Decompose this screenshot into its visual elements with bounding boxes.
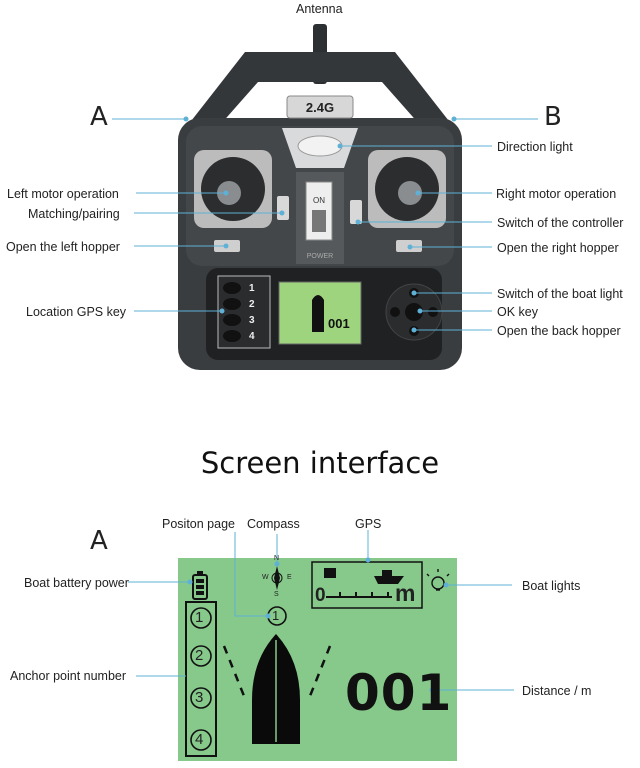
switch-controller-label: Switch of the controller	[497, 216, 624, 230]
compass-w: W	[262, 574, 269, 581]
compass-icon	[271, 566, 283, 590]
controller-switch[interactable]	[350, 200, 362, 224]
gps-number-2: 2	[249, 299, 255, 310]
gps-number-4: 4	[249, 331, 255, 342]
label-a-top: A	[90, 102, 108, 132]
scale-unit: m	[395, 580, 416, 606]
right-stick[interactable]	[398, 181, 422, 205]
distance-label: Distance / m	[522, 684, 592, 698]
left-hopper-label: Open the left hopper	[6, 240, 120, 254]
battery-icon	[192, 574, 208, 600]
label-b-top: B	[544, 102, 562, 132]
controller-diagram: 2.4G ON POWER 1 2 3 4 001	[112, 24, 538, 370]
carry-handle	[188, 52, 452, 125]
badge-text: 2.4G	[306, 100, 334, 115]
leader-lines-bottom	[128, 530, 514, 691]
battery-label: Boat battery power	[24, 576, 129, 590]
ok-key-label: OK key	[497, 305, 538, 319]
position-page-label: Positon page	[162, 517, 235, 531]
back-hopper-label: Open the back hopper	[497, 324, 621, 338]
antenna-label: Antenna	[296, 2, 343, 16]
power-label: POWER	[307, 253, 333, 260]
compass-label: Compass	[247, 517, 300, 531]
screen-interface-title: Screen interface	[200, 446, 440, 480]
anchor-4: 4	[195, 731, 204, 748]
direction-light-label: Direction light	[497, 140, 573, 154]
anchor-2: 2	[195, 647, 204, 664]
boat-lights-label: Boat lights	[522, 579, 581, 593]
switch-on-label: ON	[313, 196, 325, 205]
scale-zero: 0	[315, 585, 326, 606]
anchor-1: 1	[195, 609, 204, 626]
boat-icon	[252, 634, 300, 744]
direction-light	[297, 135, 343, 157]
position-number: 1	[272, 608, 280, 623]
left-motor-label: Left motor operation	[7, 187, 119, 201]
right-motor-label: Right motor operation	[496, 187, 617, 201]
compass-n: N	[274, 555, 280, 562]
pairing-button[interactable]	[277, 196, 289, 220]
compass-e: E	[287, 574, 292, 581]
gps-number-3: 3	[249, 315, 255, 326]
gps-label: GPS	[355, 517, 382, 531]
gps-key-label: Location GPS key	[26, 305, 127, 319]
right-hopper-label: Open the right hopper	[497, 241, 619, 255]
matching-label: Matching/pairing	[28, 207, 120, 221]
label-a-bottom: A	[90, 526, 108, 556]
compass-s: S	[274, 591, 279, 598]
anchor-3: 3	[195, 689, 204, 706]
mini-lcd-distance: 001	[328, 316, 350, 331]
badge-2-4g	[286, 95, 354, 119]
gps-keys[interactable]	[223, 282, 241, 342]
direction-lines	[222, 645, 332, 697]
distance-value: 001	[345, 664, 453, 722]
boat-light-icon	[426, 569, 450, 591]
boat-light-switch-label: Switch of the boat light	[497, 287, 623, 301]
gps-number-1: 1	[249, 283, 255, 294]
left-stick[interactable]	[217, 181, 241, 205]
leader-lines-top	[112, 118, 538, 331]
anchor-label: Anchor point number	[10, 669, 127, 683]
